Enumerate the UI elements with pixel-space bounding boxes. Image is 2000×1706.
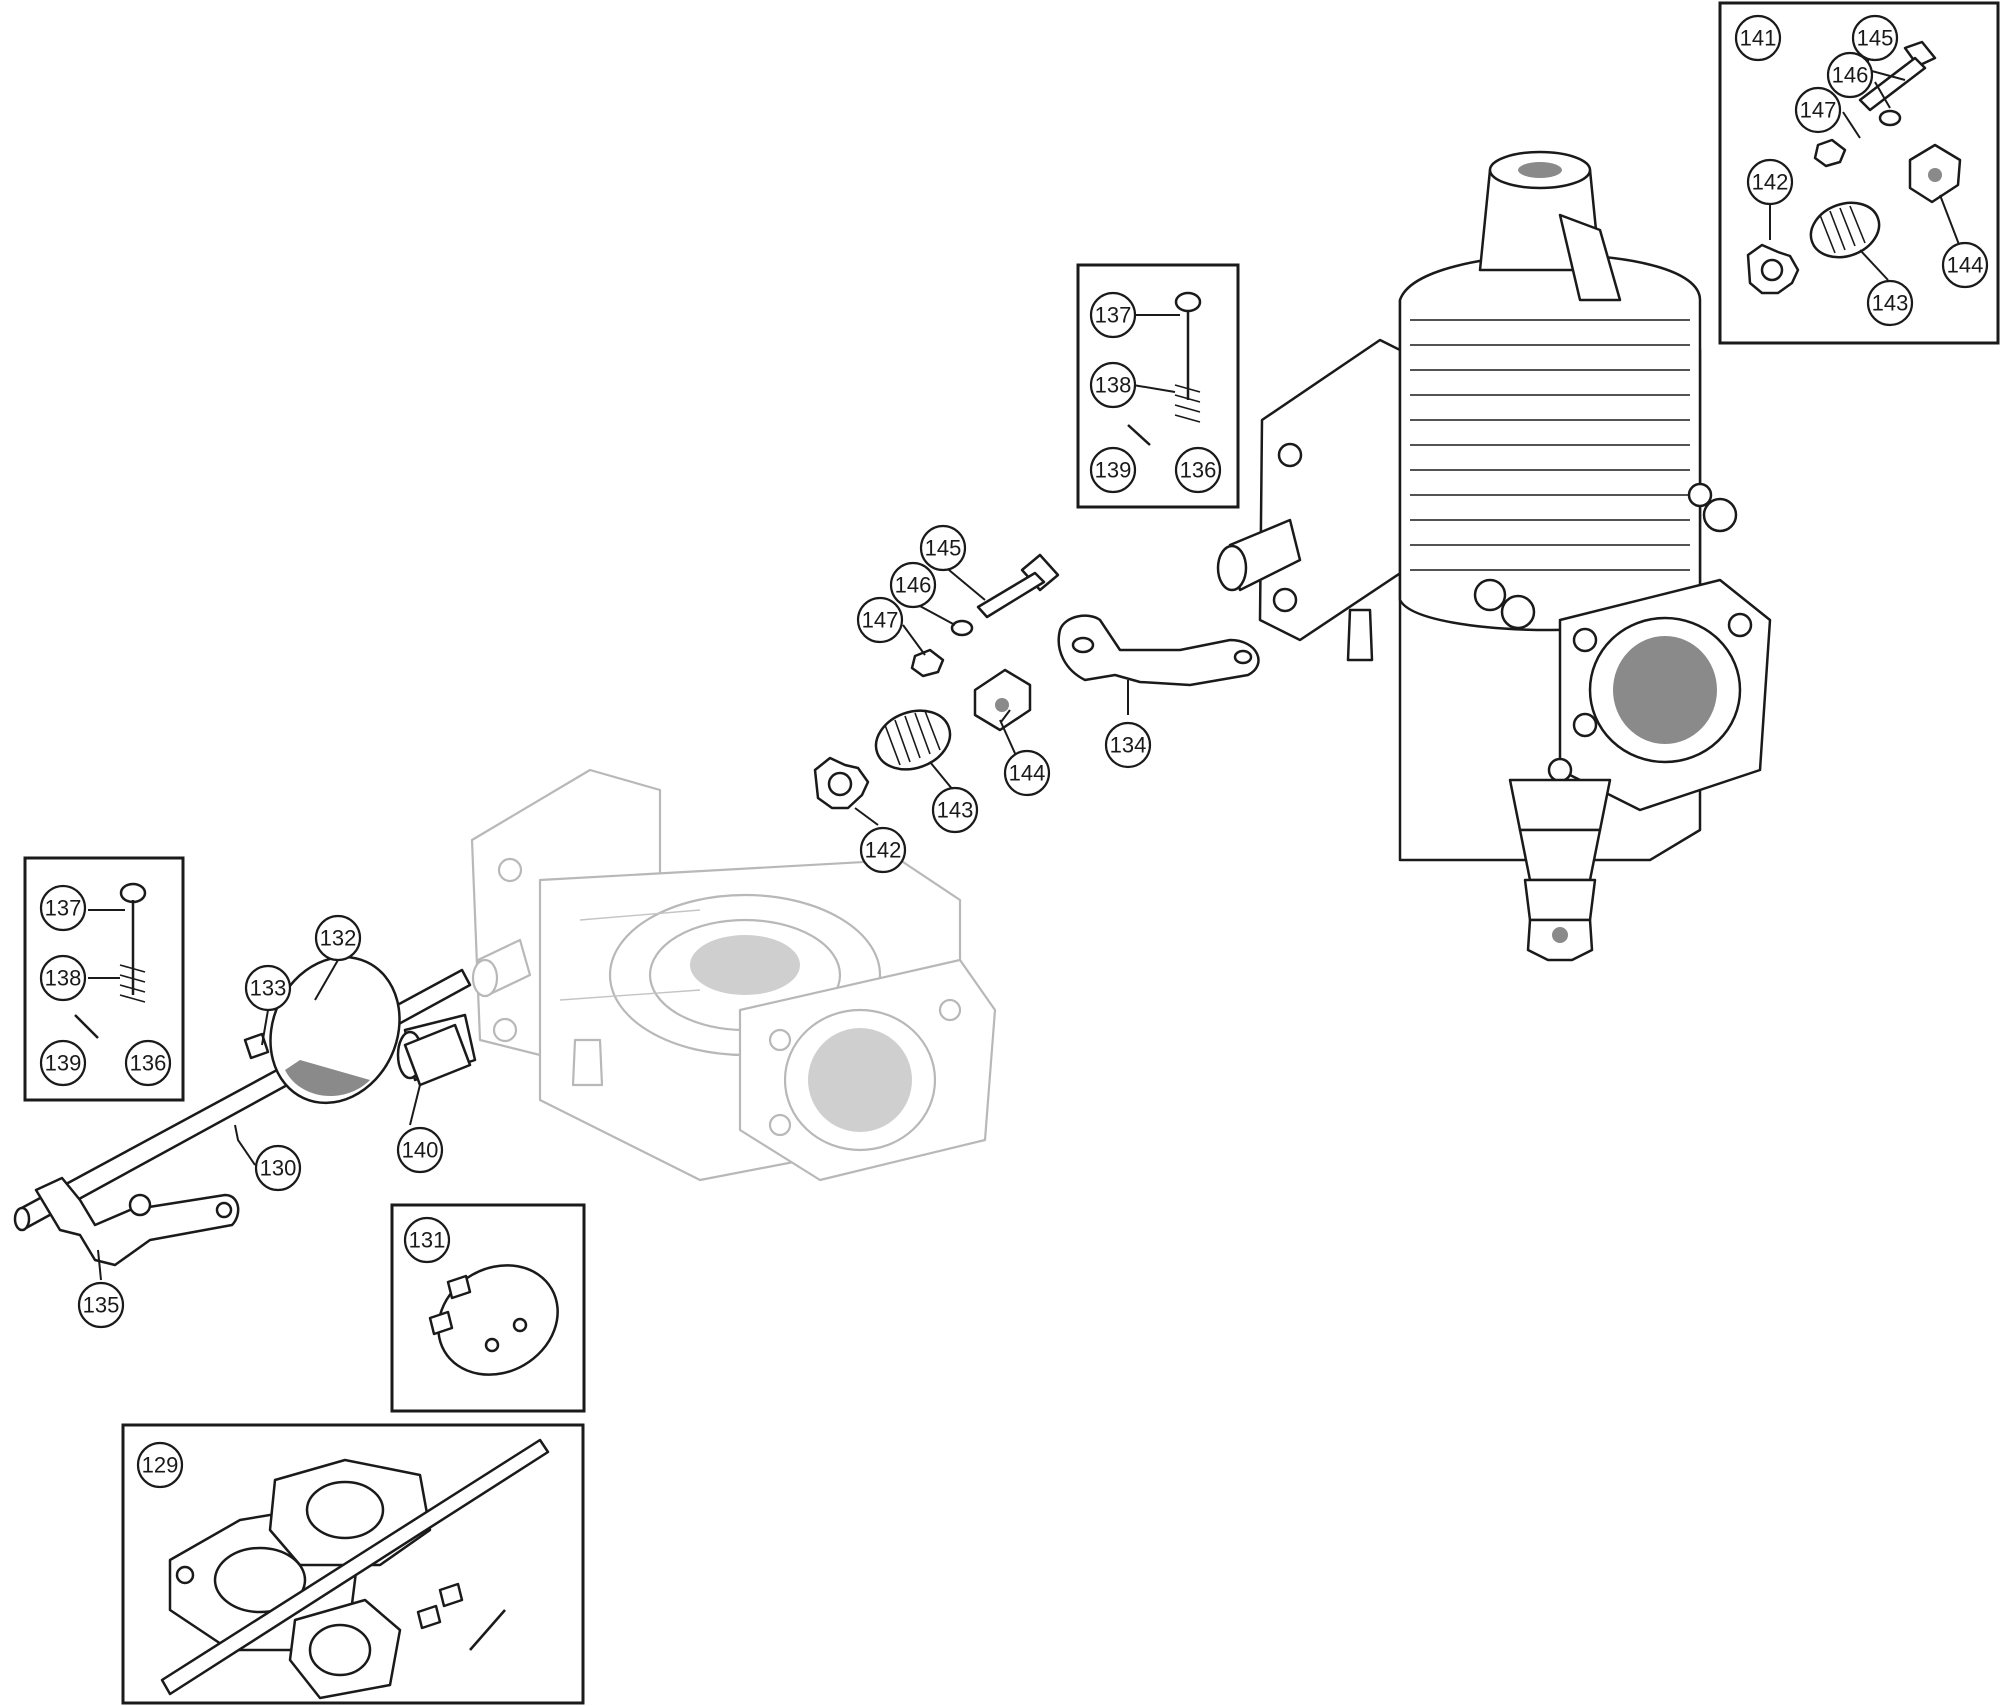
svg-text:143: 143 [1872, 291, 1909, 316]
svg-text:138: 138 [45, 966, 82, 991]
carburettor-right [1216, 150, 1772, 962]
svg-text:133: 133 [250, 976, 287, 1001]
label-141: 141 [1734, 14, 1782, 62]
detail-131-parts [428, 1264, 559, 1376]
svg-text:146: 146 [1832, 63, 1869, 88]
svg-text:146: 146 [895, 573, 932, 598]
svg-text:139: 139 [45, 1051, 82, 1076]
label-134: 134 [1104, 721, 1152, 769]
detail-left-parts [74, 882, 147, 1039]
detail-mid-parts [1127, 291, 1202, 446]
label-139-mid: 139 [1089, 446, 1137, 494]
svg-text:139: 139 [1095, 458, 1132, 483]
svg-text:134: 134 [1110, 733, 1147, 758]
svg-text:136: 136 [1180, 458, 1217, 483]
svg-text:135: 135 [83, 1293, 120, 1318]
svg-text:147: 147 [862, 608, 899, 633]
label-145-box: 145 [1851, 14, 1899, 62]
label-146: 146 [889, 561, 937, 609]
svg-text:144: 144 [1947, 253, 1984, 278]
svg-text:140: 140 [402, 1138, 439, 1163]
svg-text:130: 130 [260, 1156, 297, 1181]
label-144-box: 144 [1941, 241, 1989, 289]
detail-box-mid [1076, 263, 1240, 509]
svg-text:131: 131 [409, 1228, 446, 1253]
svg-text:144: 144 [1009, 761, 1046, 786]
svg-text:142: 142 [865, 838, 902, 863]
detail-box-top-right [1718, 1, 2000, 345]
svg-text:137: 137 [45, 896, 82, 921]
linkage-parts-centre [403, 553, 1260, 1087]
label-142-box: 142 [1746, 158, 1794, 206]
detail-box-left [23, 856, 185, 1102]
label-136-left: 136 [124, 1039, 172, 1087]
label-138-left: 138 [39, 954, 87, 1002]
label-146-box: 146 [1826, 51, 1874, 99]
label-130: 130 [254, 1144, 302, 1192]
svg-text:136: 136 [130, 1051, 167, 1076]
label-143: 143 [931, 786, 979, 834]
label-137-mid: 137 [1089, 291, 1137, 339]
label-136-mid: 136 [1174, 446, 1222, 494]
svg-text:142: 142 [1752, 170, 1789, 195]
label-139-left: 139 [39, 1039, 87, 1087]
part-labels: 141 145 146 147 142 144 143 137 138 139 … [39, 14, 1989, 1489]
detail-129-parts [160, 1438, 550, 1700]
detail-top-right-parts [1746, 40, 1962, 295]
svg-text:145: 145 [1857, 26, 1894, 51]
label-143-box: 143 [1866, 279, 1914, 327]
label-147: 147 [856, 596, 904, 644]
label-132: 132 [314, 914, 362, 962]
svg-text:132: 132 [320, 926, 357, 951]
svg-text:138: 138 [1095, 373, 1132, 398]
label-133: 133 [244, 964, 292, 1012]
label-129: 129 [136, 1441, 184, 1489]
svg-text:141: 141 [1740, 26, 1777, 51]
svg-text:145: 145 [925, 536, 962, 561]
label-144: 144 [1003, 749, 1051, 797]
detail-box-131 [390, 1203, 586, 1413]
svg-text:143: 143 [937, 798, 974, 823]
label-140: 140 [396, 1126, 444, 1174]
label-135: 135 [77, 1281, 125, 1329]
carburettor-left-ghost [470, 768, 997, 1182]
svg-text:129: 129 [142, 1453, 179, 1478]
label-147-box: 147 [1794, 86, 1842, 134]
label-137-left: 137 [39, 884, 87, 932]
label-131: 131 [403, 1216, 451, 1264]
label-138-mid: 138 [1089, 361, 1137, 409]
detail-box-129 [121, 1423, 585, 1705]
label-142: 142 [859, 826, 907, 874]
svg-text:147: 147 [1800, 98, 1837, 123]
label-145: 145 [919, 524, 967, 572]
svg-text:137: 137 [1095, 303, 1132, 328]
